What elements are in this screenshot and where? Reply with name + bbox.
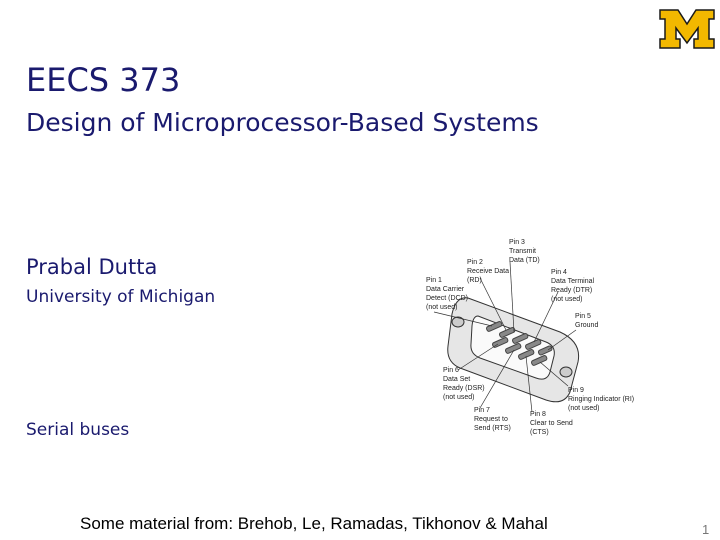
- pin-label: Pin 9 Ringing Indicator (RI) (not used): [568, 387, 634, 412]
- author-affiliation: University of Michigan: [26, 287, 216, 307]
- pin-label-line: Ready (DSR): [443, 385, 485, 392]
- pin-label-line: (CTS): [530, 429, 549, 436]
- pin-label: Pin 2 Receive Data (RD): [467, 259, 509, 284]
- lecture-topic: Serial buses: [26, 420, 130, 440]
- pin-label-line: Ground: [575, 322, 598, 329]
- pin-label-line: Pin 5: [575, 313, 591, 320]
- pin-label-line: Pin 6: [443, 367, 459, 374]
- pin-label-line: Ready (DTR): [551, 287, 592, 294]
- pin-label-line: (not used): [551, 296, 583, 303]
- pin-label-line: Pin 3: [509, 239, 525, 246]
- page-number: 1: [702, 522, 710, 537]
- pin-label-line: Receive Data: [467, 268, 509, 275]
- pin-label-line: (not used): [426, 304, 458, 311]
- author-name: Prabal Dutta: [26, 255, 158, 279]
- pin-label-line: Ringing Indicator (RI): [568, 396, 634, 403]
- slide-footer: Some material from: Brehob, Le, Ramadas,…: [80, 514, 548, 533]
- pin-label-line: Data (TD): [509, 257, 540, 264]
- pin-label-line: Pin 4: [551, 269, 567, 276]
- pin-label-line: Send (RTS): [474, 425, 511, 432]
- pin-label-line: (RD): [467, 277, 482, 284]
- pin-label-line: Clear to Send: [530, 420, 573, 427]
- pin-label-line: Data Carrier: [426, 286, 465, 293]
- pin-label-line: Pin 8: [530, 411, 546, 418]
- pin-label-line: Pin 9: [568, 387, 584, 394]
- pin-label-line: Transmit: [509, 248, 536, 255]
- pin-label-line: Data Set: [443, 376, 470, 383]
- pin-label-line: (not used): [568, 405, 600, 412]
- db9-connector: [447, 297, 580, 403]
- pin-label: Pin 7 Request to Send (RTS): [474, 407, 511, 432]
- slide-subtitle: Design of Microprocessor-Based Systems: [26, 108, 539, 137]
- block-m-icon: [659, 9, 715, 49]
- pin-label-line: Data Terminal: [551, 278, 595, 285]
- pin-label-line: Pin 2: [467, 259, 483, 266]
- slide-title: EECS 373: [26, 61, 181, 99]
- pin-label: Pin 8 Clear to Send (CTS): [530, 411, 573, 436]
- pin-label-line: Request to: [474, 416, 508, 423]
- pin-label: Pin 5 Ground: [575, 313, 598, 329]
- pin-label-line: Pin 7: [474, 407, 490, 414]
- pin-label-line: Pin 1: [426, 277, 442, 284]
- pin-label-line: (not used): [443, 394, 475, 401]
- pin-label-line: Detect (DCD): [426, 295, 468, 302]
